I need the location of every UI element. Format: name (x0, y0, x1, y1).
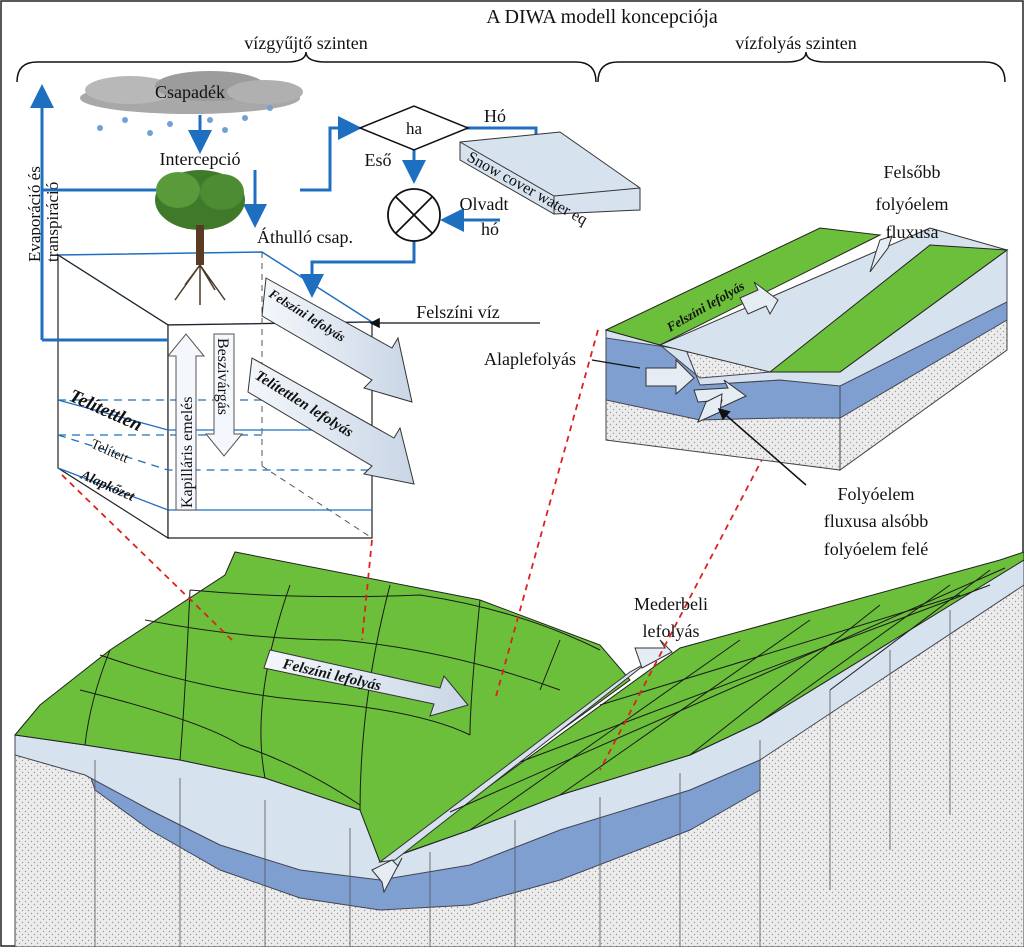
upstream-flux-label-2: folyóelem (876, 194, 949, 214)
snow-cover-box: Snow cover water eq (459, 131, 641, 229)
melted-label-1: Olvadt (460, 194, 509, 214)
baseflow-pointer (591, 359, 641, 369)
melted-label-2: hó (481, 219, 499, 239)
catchment-brace (16, 51, 597, 83)
evapotranspiration-label-1: Evaporáció és (25, 166, 44, 262)
landscape-block: Felszíni lefolyás (14, 551, 1024, 947)
channel-runoff-label-1: Mederbeli (634, 594, 708, 614)
catchment-level-label: vízgyűjtő szinten (244, 33, 367, 53)
process-diagram: Csapadék Evaporáció és transpiráció Inte… (25, 71, 641, 342)
infiltration-label: Beszivárgás (214, 338, 231, 415)
stream-segment-block: Felszíni lefolyás (591, 227, 1009, 486)
upstream-flux-arrow (869, 235, 893, 273)
rain-label: Eső (365, 150, 392, 170)
evapotranspiration-label-2: transpiráció (43, 182, 62, 262)
condition-diamond (358, 105, 470, 151)
diagram-title: A DIWA modell koncepciója (486, 6, 718, 28)
outlet-arrow (371, 857, 403, 894)
infiltration-arrow: Beszivárgás (204, 333, 244, 457)
capillary-rise-label: Kapilláris emelés (179, 396, 196, 508)
baseflow-label: Alaplefolyás (484, 349, 576, 369)
baseflow-arrow (645, 358, 695, 396)
channel-runoff-arrow (634, 639, 673, 669)
soil-column: Telítettlen Telített Alapkőzet Kapillári… (55, 251, 415, 540)
downstream-flux-pointer (717, 408, 807, 486)
melt-mixer-icon (387, 188, 441, 242)
downstream-flux-label-3: folyóelem felé (824, 539, 928, 559)
downstream-flux-label-2: fluxusa alsóbb (824, 511, 928, 531)
upstream-flux-label-3: fluxusa (886, 222, 939, 242)
capillary-rise-arrow: Kapilláris emelés (166, 333, 206, 511)
tree-icon (155, 170, 245, 305)
downstream-flux-label-1: Folyóelem (838, 484, 915, 504)
snow-label: Hó (484, 106, 506, 126)
channel-flow-arrow (739, 281, 779, 316)
surface-water-label: Felszíni víz (416, 302, 500, 322)
zoom-lines (61, 309, 841, 771)
precipitation-label: Csapadék (155, 82, 225, 102)
stream-brace (597, 51, 1006, 83)
stream-level-label: vízfolyás szinten (735, 33, 856, 53)
condition-label: ha (406, 119, 423, 138)
upstream-flux-label-1: Felsőbb (883, 162, 940, 182)
channel-runoff-label-2: lefolyás (643, 621, 700, 641)
interception-label: Intercepció (160, 149, 241, 169)
cloud-icon (80, 71, 303, 136)
throughfall-label: Áthulló csap. (257, 226, 353, 247)
